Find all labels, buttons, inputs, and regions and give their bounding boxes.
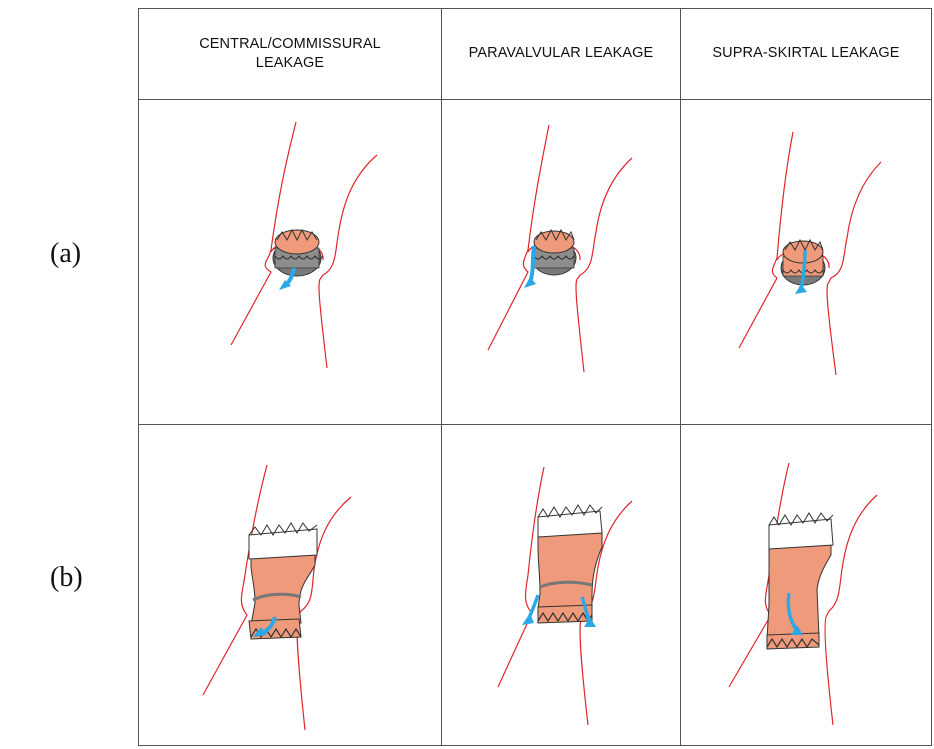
column-header-supraskirtal-line1: SUPRA-SKIRTAL LEAKAGE xyxy=(712,44,899,63)
valve-stent-icon xyxy=(532,230,576,275)
grid-right-border xyxy=(931,8,932,746)
column-header-central: CENTRAL/COMMISSURAL LEAKAGE xyxy=(139,8,441,99)
row-label-b: (b) xyxy=(50,562,83,594)
illustration-b-paravalvular xyxy=(442,425,680,745)
column-header-paravalvular-line1: PARAVALVULAR LEAKAGE xyxy=(469,44,654,63)
illustration-a-central xyxy=(139,100,441,424)
row-label-a: (a) xyxy=(50,238,81,270)
valve-stent-icon xyxy=(538,505,602,623)
column-header-central-line2: LEAKAGE xyxy=(199,54,381,73)
grid-bottom-border xyxy=(138,745,932,746)
leak-jet-arrow-icon xyxy=(524,246,536,288)
valve-stent-icon xyxy=(249,523,317,639)
illustration-b-supraskirtal xyxy=(681,425,931,745)
column-header-paravalvular: PARAVALVULAR LEAKAGE xyxy=(442,8,680,99)
valve-stent-icon xyxy=(767,513,833,649)
illustration-a-supraskirtal xyxy=(681,100,931,424)
illustration-a-paravalvular xyxy=(442,100,680,424)
valve-stent-icon xyxy=(273,230,323,276)
column-header-central-line1: CENTRAL/COMMISSURAL xyxy=(199,35,381,54)
column-header-supraskirtal: SUPRA-SKIRTAL LEAKAGE xyxy=(681,8,931,99)
illustration-b-central xyxy=(139,425,441,745)
